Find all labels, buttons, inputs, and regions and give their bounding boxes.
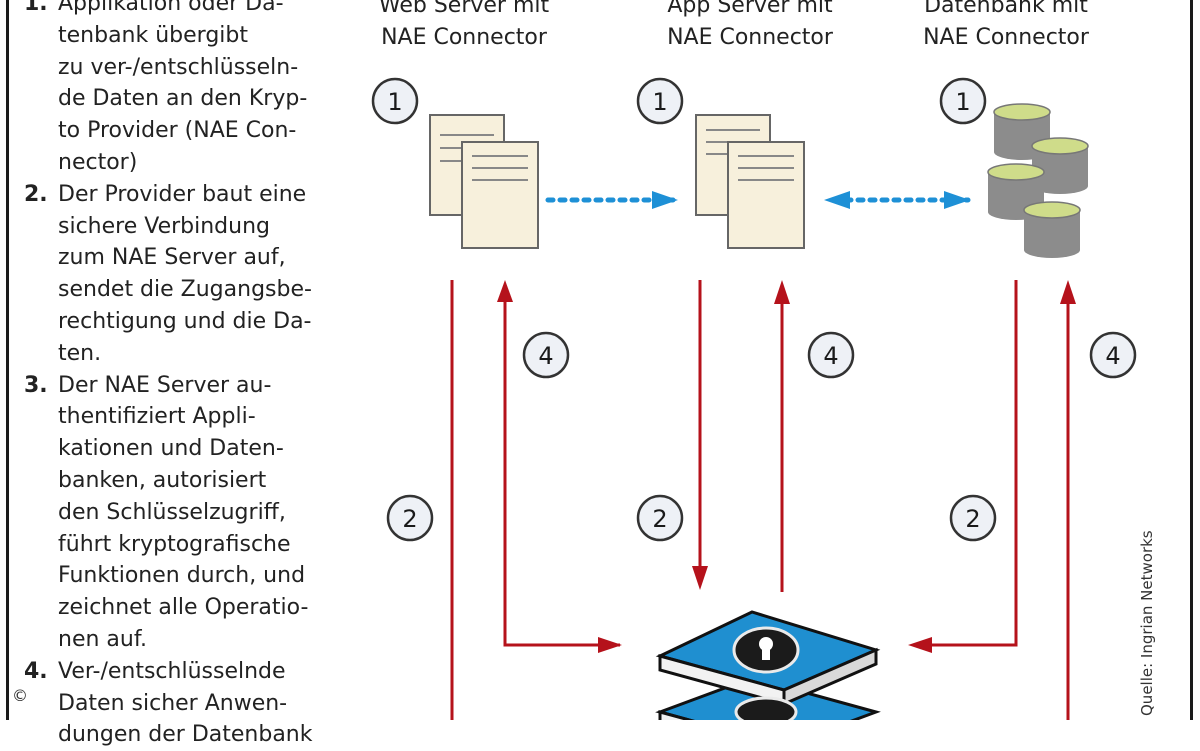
badge-2-app: 2	[636, 494, 684, 542]
left-border	[6, 0, 9, 720]
step-1: 1. Applikation oder Da- tenbank übergibt…	[24, 0, 354, 179]
web-server-document-icon	[429, 114, 539, 249]
step-3-number: 3.	[24, 372, 48, 398]
badge-1-web: 1	[371, 77, 419, 125]
diagram-canvas: 1 1 1 4 4 4 2 2 2	[371, 77, 1137, 720]
svg-text:1: 1	[955, 88, 970, 116]
step-list: 1. Applikation oder Da- tenbank übergibt…	[24, 0, 354, 751]
badge-4-web: 4	[522, 331, 570, 379]
badge-2-web: 2	[386, 494, 434, 542]
step-2-text: Der Provider baut eine sichere Verbindun…	[58, 181, 312, 366]
step-1-text: Applikation oder Da- tenbank übergibt zu…	[58, 0, 308, 175]
svg-text:2: 2	[965, 505, 980, 533]
web-server-title: Web Server mit NAE Connector	[378, 0, 550, 50]
step-2: 2. Der Provider baut eine sichere Verbin…	[24, 179, 354, 370]
step-4-number: 4.	[24, 658, 48, 684]
app-request-arrow	[692, 280, 708, 590]
copyright-symbol: ©	[12, 686, 28, 705]
step-2-number: 2.	[24, 181, 48, 207]
svg-text:4: 4	[823, 342, 838, 370]
badge-1-app: 1	[636, 77, 684, 125]
db-request-arrow	[908, 280, 1018, 653]
app-server-document-icon	[695, 114, 805, 249]
right-border	[1190, 0, 1193, 720]
database-title: Datenbank mit NAE Connector	[923, 0, 1089, 50]
app-server-title: App Server mit NAE Connector	[667, 0, 833, 50]
svg-text:4: 4	[538, 342, 553, 370]
step-3-text: Der NAE Server au- thentifiziert Appli- …	[58, 372, 309, 652]
nae-server-appliance-icon	[655, 610, 881, 720]
step-1-number: 1.	[24, 0, 48, 16]
svg-text:2: 2	[402, 505, 417, 533]
svg-text:1: 1	[387, 88, 402, 116]
badge-1-db: 1	[939, 77, 987, 125]
svg-text:4: 4	[1105, 342, 1120, 370]
app-db-dotted-arrow	[824, 191, 971, 209]
db-response-line	[1060, 280, 1076, 720]
database-cylinder-icon	[987, 103, 1089, 258]
svg-text:1: 1	[652, 88, 667, 116]
badge-4-app: 4	[807, 331, 855, 379]
web-response-arrow	[497, 280, 622, 653]
app-response-arrow	[774, 280, 790, 592]
badge-4-db: 4	[1089, 331, 1137, 379]
svg-text:2: 2	[652, 505, 667, 533]
source-credit: Quelle: Ingrian Networks	[1138, 530, 1156, 716]
step-3: 3. Der NAE Server au- thentifiziert Appl…	[24, 370, 354, 656]
badge-2-db: 2	[949, 494, 997, 542]
